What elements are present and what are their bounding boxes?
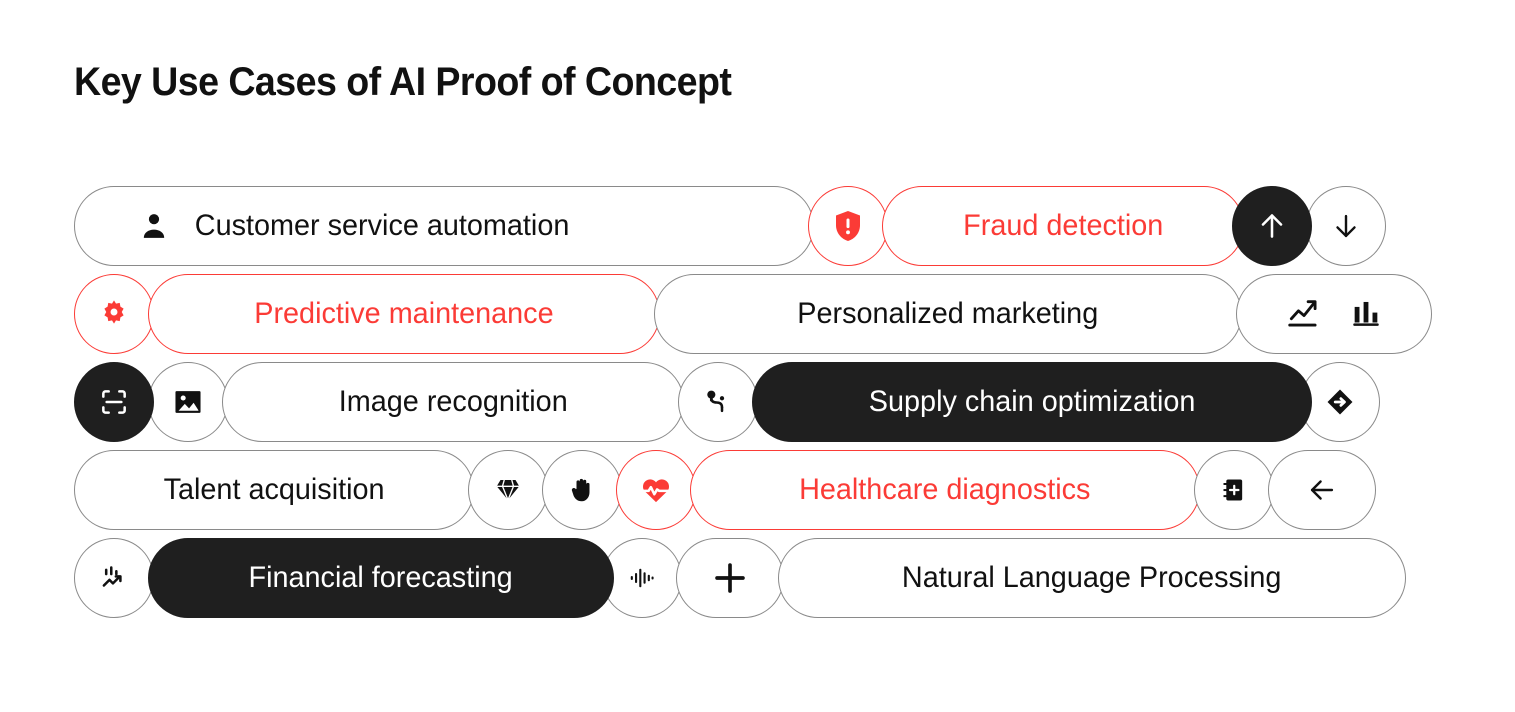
chip-audio-lines[interactable] bbox=[602, 538, 682, 618]
chip-fraud-detection[interactable]: Fraud detection bbox=[882, 186, 1244, 266]
chip-supply-chain-optimization[interactable]: Supply chain optimization bbox=[752, 362, 1312, 442]
chip-customer-service-automation[interactable]: Customer service automation bbox=[74, 186, 814, 266]
chip-arrow-down[interactable] bbox=[1306, 186, 1386, 266]
chip-arrow-left[interactable] bbox=[1268, 450, 1376, 530]
chip-row: Image recognition Supply chain optimizat… bbox=[74, 362, 1446, 442]
route-icon bbox=[702, 386, 734, 418]
chip-row: Financial forecasting Natural Language P… bbox=[74, 538, 1446, 618]
chip-talent-acquisition[interactable]: Talent acquisition bbox=[74, 450, 474, 530]
chip-label: Image recognition bbox=[338, 385, 568, 418]
diamond-arrow-right-icon bbox=[1323, 385, 1357, 419]
chip-arrow-up[interactable] bbox=[1232, 186, 1312, 266]
arrow-left-icon bbox=[1305, 473, 1339, 507]
chip-grid: Customer service automation Fraud detect… bbox=[74, 186, 1446, 626]
heart-pulse-icon bbox=[639, 473, 673, 507]
chip-turn-right[interactable] bbox=[1300, 362, 1380, 442]
chip-heart-pulse[interactable] bbox=[616, 450, 696, 530]
chip-label: Talent acquisition bbox=[163, 473, 385, 506]
gem-icon bbox=[493, 475, 523, 505]
page-title: Key Use Cases of AI Proof of Concept bbox=[74, 60, 732, 104]
chip-gem[interactable] bbox=[468, 450, 548, 530]
gear-icon bbox=[98, 298, 130, 330]
arrow-up-icon bbox=[1254, 208, 1290, 244]
hand-icon bbox=[567, 475, 597, 505]
chip-label: Customer service automation bbox=[194, 209, 570, 242]
chip-label: Supply chain optimization bbox=[868, 385, 1196, 418]
user-icon bbox=[137, 209, 171, 243]
chip-shield-alert[interactable] bbox=[808, 186, 888, 266]
scan-icon bbox=[98, 386, 130, 418]
audio-lines-icon bbox=[627, 563, 657, 593]
chip-label: Healthcare diagnostics bbox=[799, 473, 1091, 506]
chip-analytics-group[interactable] bbox=[1236, 274, 1432, 354]
chip-scan-focus[interactable] bbox=[74, 362, 154, 442]
plus-icon bbox=[709, 557, 751, 599]
chip-notebook[interactable] bbox=[1194, 450, 1274, 530]
arrow-down-icon bbox=[1329, 209, 1363, 243]
chip-predictive-maintenance[interactable]: Predictive maintenance bbox=[148, 274, 660, 354]
chip-row: Talent acquisition Healthcare diagnostic… bbox=[74, 450, 1446, 530]
bar-chart-icon bbox=[1349, 297, 1383, 331]
chip-personalized-marketing[interactable]: Personalized marketing bbox=[654, 274, 1242, 354]
trending-up-icon bbox=[1285, 295, 1323, 333]
chip-label: Financial forecasting bbox=[248, 561, 514, 594]
chip-settings-gear[interactable] bbox=[74, 274, 154, 354]
chip-plus[interactable] bbox=[676, 538, 784, 618]
chart-no-axes-icon bbox=[98, 562, 130, 594]
notebook-icon bbox=[1220, 476, 1248, 504]
chip-trending-down[interactable] bbox=[74, 538, 154, 618]
chip-route[interactable] bbox=[678, 362, 758, 442]
shield-alert-icon bbox=[830, 208, 866, 244]
chip-image[interactable] bbox=[148, 362, 228, 442]
chip-label: Predictive maintenance bbox=[254, 297, 554, 330]
image-icon bbox=[172, 386, 204, 418]
chip-row: Predictive maintenance Personalized mark… bbox=[74, 274, 1446, 354]
chip-label: Personalized marketing bbox=[797, 297, 1099, 330]
chip-row: Customer service automation Fraud detect… bbox=[74, 186, 1446, 266]
chip-healthcare-diagnostics[interactable]: Healthcare diagnostics bbox=[690, 450, 1200, 530]
chip-label: Fraud detection bbox=[962, 209, 1164, 242]
chip-natural-language-processing[interactable]: Natural Language Processing bbox=[778, 538, 1406, 618]
chip-hand[interactable] bbox=[542, 450, 622, 530]
chip-label: Natural Language Processing bbox=[902, 561, 1282, 594]
chip-image-recognition[interactable]: Image recognition bbox=[222, 362, 684, 442]
chip-financial-forecasting[interactable]: Financial forecasting bbox=[148, 538, 614, 618]
